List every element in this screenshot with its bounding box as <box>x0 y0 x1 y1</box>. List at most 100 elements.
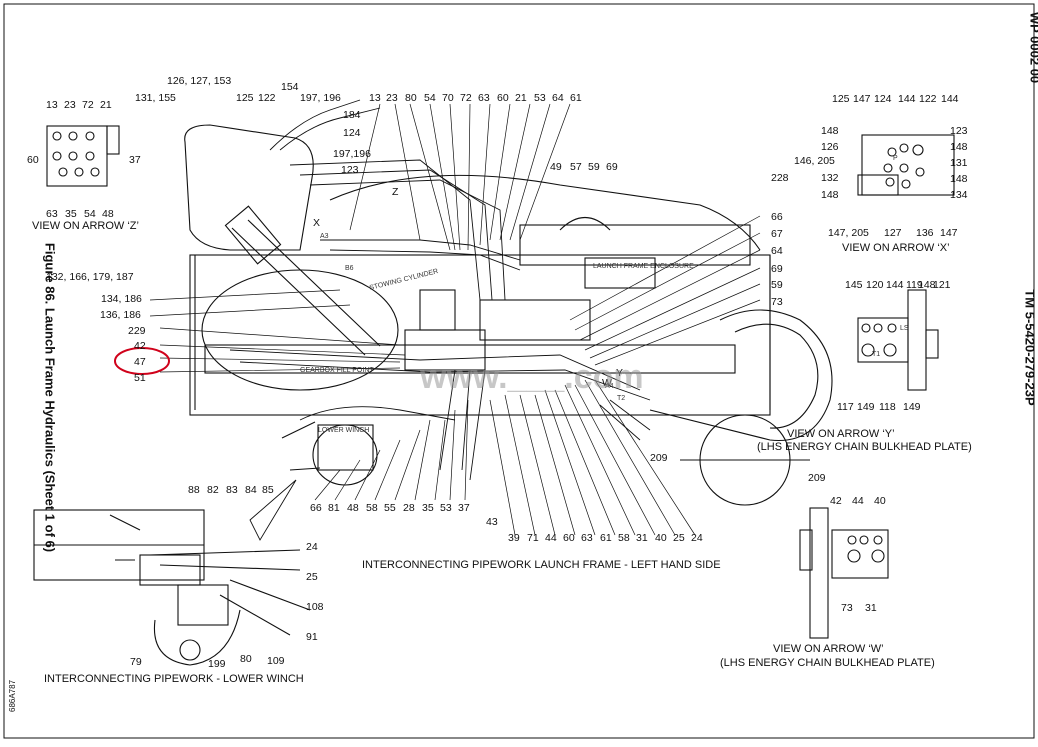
callout-winch: 79 <box>130 656 142 668</box>
callout-top: 80 <box>405 92 417 104</box>
callout-top: 60 <box>497 92 509 104</box>
callout-bottom: 209 <box>650 452 668 464</box>
callout-winch: 84 <box>245 484 257 496</box>
callout-top: 70 <box>442 92 454 104</box>
callout-winch: 80 <box>240 653 252 665</box>
callout-bottom: 55 <box>384 502 396 514</box>
callout-x: 147 <box>853 93 871 105</box>
view-w-illustration <box>800 508 888 638</box>
callout-right: 66 <box>771 211 783 223</box>
callout-x: 148 <box>821 189 839 201</box>
callout-x: 148 <box>821 125 839 137</box>
caption-view-y-sub: (LHS ENERGY CHAIN BULKHEAD PLATE) <box>757 441 972 453</box>
callout-left-highlighted: 47 <box>134 356 146 368</box>
callout-bottom: 48 <box>347 502 359 514</box>
callout-y: 120 <box>866 279 884 291</box>
callout-x: 125 <box>832 93 850 105</box>
view-x-illustration <box>858 135 954 195</box>
callout-bottom: 25 <box>673 532 685 544</box>
callout-winch: 109 <box>267 655 285 667</box>
callout-bottom: 40 <box>655 532 667 544</box>
callout-z-top: 72 <box>82 99 94 111</box>
caption-view-y: VIEW ON ARROW ‘Y’ <box>787 428 895 440</box>
callout-x: 148 <box>950 173 968 185</box>
callout-z-left: 60 <box>27 154 39 166</box>
callout-bottom: 61 <box>600 532 612 544</box>
arrow-x-label: X <box>313 217 320 229</box>
callout-x: 126 <box>821 141 839 153</box>
callout-x: 131 <box>950 157 968 169</box>
callout-mid: 69 <box>606 161 618 173</box>
callout-top: 131, 155 <box>135 92 176 104</box>
callout-bottom: 37 <box>458 502 470 514</box>
callout-y: 149 <box>857 401 875 413</box>
callout-bottom: 63 <box>581 532 593 544</box>
callout-bottom: 60 <box>563 532 575 544</box>
callout-top: 197, 196 <box>300 92 341 104</box>
callout-z-bottom: 48 <box>102 208 114 220</box>
callout-left: 136, 186 <box>100 309 141 321</box>
callout-bottom: 24 <box>691 532 703 544</box>
callout-x: 147 <box>940 227 958 239</box>
callout-right: 59 <box>771 279 783 291</box>
caption-view-x: VIEW ON ARROW ‘X’ <box>842 242 950 254</box>
callout-winch: 199 <box>208 658 226 670</box>
callout-z-right: 37 <box>129 154 141 166</box>
caption-view-w-sub: (LHS ENERGY CHAIN BULKHEAD PLATE) <box>720 657 935 669</box>
technical-manual-label: TM 5-5420-279-23P <box>1023 228 1038 468</box>
port-code-t2: T2 <box>617 395 625 402</box>
label-lower-winch: LOWER WINCH <box>318 427 369 434</box>
callout-top: 125 <box>236 92 254 104</box>
port-code-a3: A3 <box>320 233 329 240</box>
callout-bottom: 209 <box>808 472 826 484</box>
callout-top: 122 <box>258 92 276 104</box>
label-gearbox-fill-point: GEARBOX FILL POINT <box>300 367 374 374</box>
callout-winch: 88 <box>188 484 200 496</box>
callout-top: 124 <box>343 127 361 139</box>
view-y-illustration <box>858 290 938 390</box>
callout-bottom: 58 <box>618 532 630 544</box>
callout-bottom: 71 <box>527 532 539 544</box>
callout-x: 124 <box>874 93 892 105</box>
callout-winch: 24 <box>306 541 318 553</box>
callout-top: 197,196 <box>333 148 371 160</box>
callout-right: 64 <box>771 245 783 257</box>
callout-x: 132 <box>821 172 839 184</box>
callout-z-top: 13 <box>46 99 58 111</box>
callout-winch: 82 <box>207 484 219 496</box>
callout-mid: 59 <box>588 161 600 173</box>
callout-winch: 91 <box>306 631 318 643</box>
arrow-z-label: Z <box>392 186 399 198</box>
callout-mid: 49 <box>550 161 562 173</box>
callout-bottom: 53 <box>440 502 452 514</box>
port-code-t1: T1 <box>872 351 880 358</box>
pipework-lines <box>230 100 650 540</box>
callout-x: 147, 205 <box>828 227 869 239</box>
callout-top: 61 <box>570 92 582 104</box>
port-code-ls: LS <box>900 325 909 332</box>
port-code-p: P <box>893 155 898 162</box>
callout-w: 31 <box>865 602 877 614</box>
callout-top: 64 <box>552 92 564 104</box>
callout-mid: 228 <box>771 172 789 184</box>
callout-bottom: 35 <box>422 502 434 514</box>
callout-y: 149 <box>903 401 921 413</box>
callout-y: 118 <box>879 401 896 413</box>
callout-left: 229 <box>128 325 146 337</box>
callout-w: 44 <box>852 495 864 507</box>
callout-left: 51 <box>134 372 146 384</box>
callout-winch: 108 <box>306 601 324 613</box>
callout-z-top: 21 <box>100 99 112 111</box>
callout-x: 144 <box>898 93 916 105</box>
callout-bottom: 44 <box>545 532 557 544</box>
callout-top: 13 <box>369 92 381 104</box>
launch-frame-illustration <box>185 125 832 505</box>
callout-winch: 83 <box>226 484 238 496</box>
callout-top: 53 <box>534 92 546 104</box>
callout-bottom: 31 <box>636 532 648 544</box>
callout-winch: 25 <box>306 571 318 583</box>
callout-left: 132, 166, 179, 187 <box>46 271 134 283</box>
watermark: www.___.com <box>419 358 644 396</box>
